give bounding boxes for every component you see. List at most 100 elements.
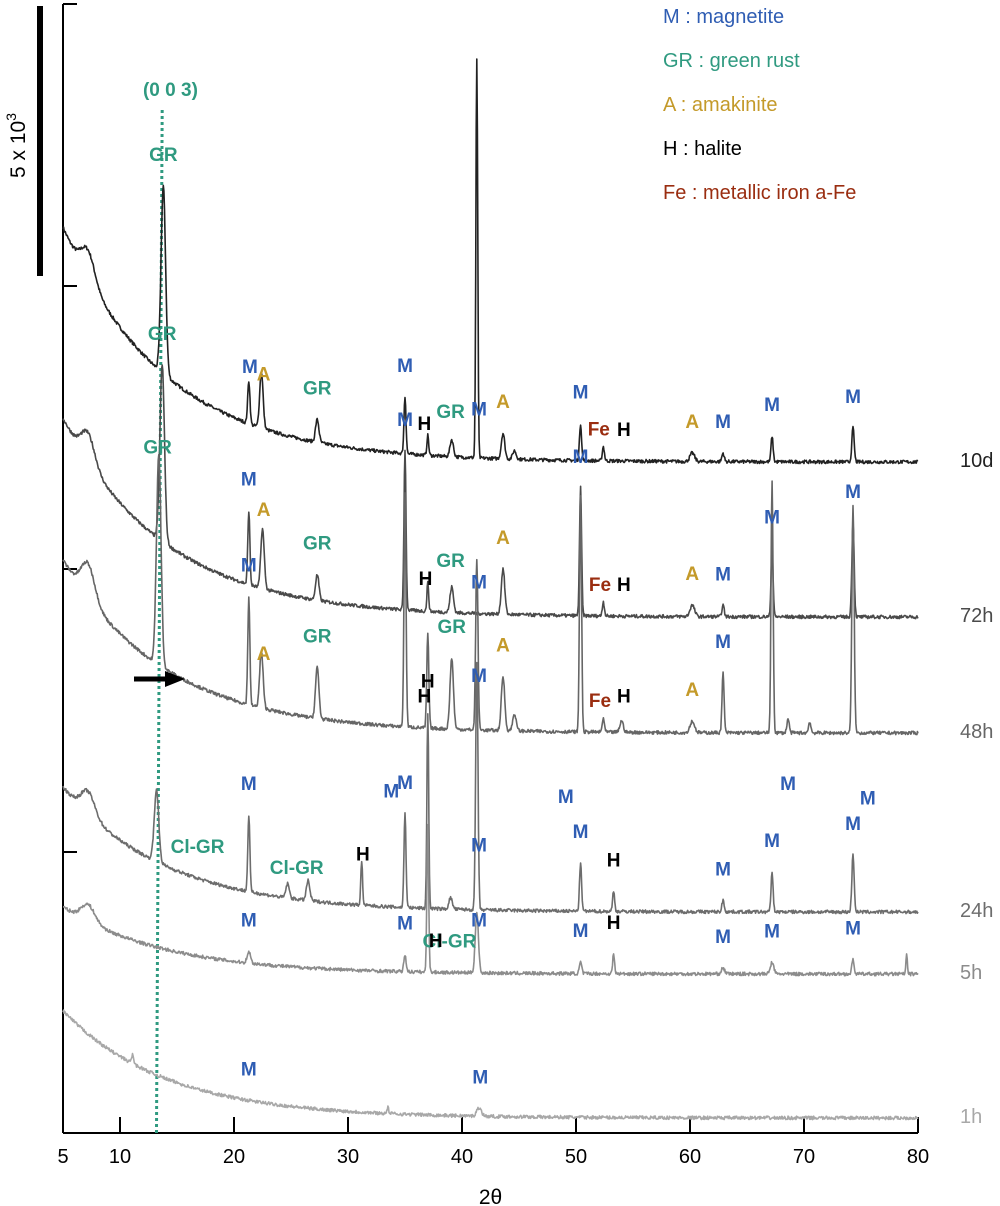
peak-label-A: A (257, 364, 271, 385)
legend-entry-Fe: Fe : metallic iron a-Fe (663, 182, 856, 204)
peak-label-H: H (356, 845, 370, 866)
peak-label-M: M (573, 447, 589, 468)
trace-48h (62, 453, 919, 736)
x-axis-title: 2θ (479, 1186, 502, 1206)
x-tick-label: 5 (57, 1146, 68, 1168)
peak-label-H: H (617, 687, 631, 708)
peak-label-A: A (685, 412, 699, 433)
scale-bar: 5 x 103 (3, 6, 43, 276)
peak-label-M: M (573, 921, 589, 942)
peak-label-M: M (845, 387, 861, 408)
peak-label-M: M (241, 911, 257, 932)
shift-arrow (134, 671, 185, 687)
legend-entry-A: A : amakinite (663, 94, 778, 116)
peak-label-GR: GR (303, 626, 332, 647)
peak-label-Fe: Fe (588, 420, 610, 441)
peak-label-M: M (715, 859, 731, 880)
peak-label-GR: GR (143, 438, 172, 459)
series-label-72h: 72h (960, 605, 993, 627)
peak-label-H: H (418, 686, 432, 707)
series-label-10d: 10d (960, 450, 993, 472)
peak-label-H: H (617, 575, 631, 596)
trace-10d (62, 58, 919, 465)
peak-label-M: M (715, 927, 731, 948)
x-tick-label: 10 (109, 1146, 131, 1168)
peak-label-M: M (715, 412, 731, 433)
peak-label-GR: GR (436, 551, 465, 572)
peak-label-M: M (573, 822, 589, 843)
peak-label-H: H (419, 569, 433, 590)
series-label-24h: 24h (960, 900, 993, 922)
peak-label-H: H (421, 671, 435, 692)
scale-bar-label: 5 x 103 (3, 113, 30, 178)
trace-72h (62, 364, 919, 620)
peak-label-Fe: Fe (589, 691, 611, 712)
legend-entry-H: H : halite (663, 138, 742, 160)
peak-label-GR: GR (303, 379, 332, 400)
peak-label-H: H (607, 913, 621, 934)
peak-label-M: M (241, 470, 257, 491)
peak-label-M: M (471, 835, 487, 856)
peak-label-M: M (397, 356, 413, 377)
legend-entry-M: M : magnetite (663, 6, 784, 28)
series-label-1h: 1h (960, 1106, 982, 1128)
peak-label-M: M (764, 508, 780, 529)
peak-label-M: M (241, 774, 257, 795)
peak-label-GR: Cl-GR (171, 837, 225, 858)
peak-label-M: M (383, 781, 399, 802)
x-tick-label: 70 (793, 1146, 815, 1168)
peak-label-A: A (685, 564, 699, 585)
x-tick-label: 30 (337, 1146, 359, 1168)
peak-label-M: M (860, 788, 876, 809)
x-tick-label: 50 (565, 1146, 587, 1168)
peak-label-H: H (429, 931, 443, 952)
trace-5h (62, 823, 919, 977)
diffraction-traces (62, 58, 919, 1121)
peak-label-A: A (685, 680, 699, 701)
peak-label-M: M (241, 556, 257, 577)
peak-label-GR: Cl-GR (423, 931, 477, 952)
peak-label-GR: GR (437, 617, 466, 638)
peak-label-M: M (715, 564, 731, 585)
peak-label-M: M (845, 482, 861, 503)
scale-bar-exponent: 3 (3, 113, 19, 121)
x-tick-label: 80 (907, 1146, 929, 1168)
peak-label-M: M (471, 573, 487, 594)
peak-label-M: M (471, 399, 487, 420)
legend-entry-GR: GR : green rust (663, 50, 800, 72)
peak-label-M: M (471, 910, 487, 931)
peak-label-M: M (715, 632, 731, 653)
peak-label-M: M (472, 1068, 488, 1089)
peak-label-H: H (617, 420, 631, 441)
peak-label-H: H (418, 414, 432, 435)
peak-label-M: M (845, 814, 861, 835)
peak-label-M: M (397, 773, 413, 794)
legend: M : magnetite GR : green rust A : amakinit… (663, 6, 856, 204)
peak-label-M: M (241, 1059, 257, 1080)
peak-label-M: M (573, 383, 589, 404)
trace-24h (62, 661, 919, 915)
peak-label-Fe: Fe (589, 575, 611, 596)
peak-label-A: A (496, 392, 510, 413)
peak-label-A: A (257, 644, 271, 665)
reference-line-label: (0 0 3) (143, 80, 198, 101)
x-tick-label: 60 (679, 1146, 701, 1168)
peak-label-GR: Cl-GR (270, 858, 324, 879)
peak-label-GR: GR (303, 534, 332, 555)
peak-label-GR: GR (149, 145, 178, 166)
peak-label-M: M (471, 666, 487, 687)
peak-label-M: M (845, 919, 861, 940)
x-tick-label: 20 (223, 1146, 245, 1168)
peak-label-M: M (764, 395, 780, 416)
peak-label-M: M (397, 410, 413, 431)
peak-label-H: H (607, 850, 621, 871)
reference-line-003: (0 0 3) (143, 80, 198, 1134)
peak-label-M: M (780, 774, 796, 795)
peak-label-GR: GR (148, 324, 177, 345)
arrow-head (165, 671, 185, 687)
peak-label-M: M (397, 914, 413, 935)
